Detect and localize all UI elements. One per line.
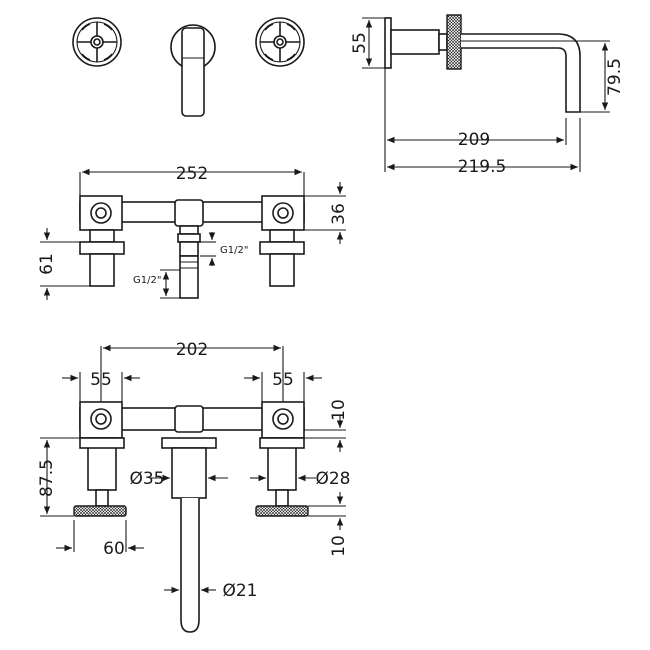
left-valve — [79, 195, 125, 287]
dim-219-5: 219.5 — [458, 157, 507, 177]
left-knurled-handle — [73, 505, 127, 517]
dim-55-front-right: 55 — [272, 370, 294, 390]
right-valve — [259, 195, 305, 287]
front-elevation-view: 202 55 55 10 87.5 Ø35 Ø28 — [37, 340, 351, 633]
front-spout — [161, 437, 217, 633]
left-wheel-handle-icon — [72, 17, 122, 67]
dim-10-top: 10 — [329, 399, 349, 421]
dim-36: 36 — [329, 203, 349, 225]
wall-plate — [384, 17, 392, 69]
dim-dia-28: Ø28 — [315, 469, 350, 489]
dim-252: 252 — [176, 164, 208, 184]
dim-202: 202 — [176, 340, 208, 360]
body-plan-view: 252 36 61 G1/2" G1/2" — [37, 164, 349, 300]
dim-10-bottom: 10 — [329, 535, 349, 557]
front-right-valve — [255, 401, 309, 517]
thread-note-upper: G1/2" — [220, 245, 248, 256]
dim-209: 209 — [458, 130, 490, 150]
dim-87-5: 87.5 — [37, 459, 57, 497]
side-body — [390, 29, 440, 55]
spout-connector — [177, 225, 201, 299]
thread-note-lower: G1/2" — [133, 275, 161, 286]
dim-79-5: 79.5 — [605, 58, 625, 96]
dim-61: 61 — [37, 253, 57, 275]
dim-55-side: 55 — [350, 32, 370, 54]
spout-side — [461, 33, 581, 113]
dim-dia-21: Ø21 — [222, 581, 257, 601]
top-front-view — [72, 17, 305, 117]
dim-60: 60 — [103, 539, 125, 559]
knurled-handle-side — [446, 14, 462, 70]
spout-front-icon — [170, 24, 216, 117]
right-wheel-handle-icon — [255, 17, 305, 67]
right-knurled-handle — [255, 505, 309, 517]
dim-55-front-left: 55 — [90, 370, 112, 390]
front-left-valve — [73, 401, 127, 517]
side-profile-view: 55 79.5 209 219.5 — [350, 14, 625, 177]
dim-dia-35: Ø35 — [129, 469, 164, 489]
